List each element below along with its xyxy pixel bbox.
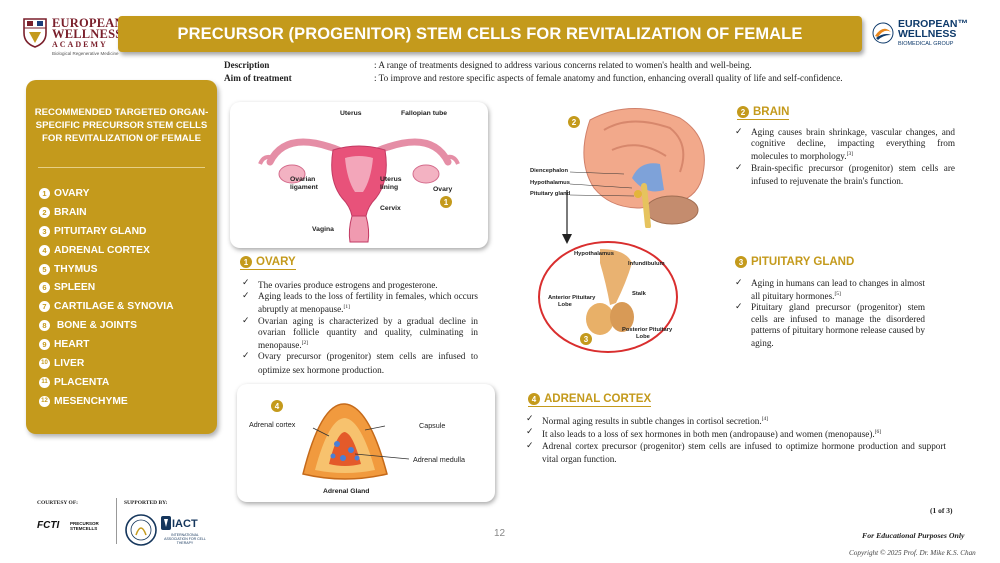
copyright: Copyright © 2025 Prof. Dr. Mike K.S. Cha…	[849, 549, 976, 557]
supported-label: SUPPORTED BY:	[124, 500, 168, 506]
footer-divider	[116, 498, 117, 544]
aim-label: Aim of treatment	[224, 73, 292, 83]
adrenal-gland-illustration: 4 Adrenal cortex Capsule Adrenal medulla…	[237, 384, 495, 502]
recommended-sidebar: RECOMMENDED TARGETED ORGAN-SPECIFIC PREC…	[26, 80, 217, 434]
adrenal-figure-badge: 4	[271, 400, 283, 412]
infundibulum-label: Infundibulum	[628, 261, 665, 267]
hypothalamus-label: Hypothalamus	[530, 180, 570, 186]
brain-illustration: 2 Diencephalon Hypothalamus Pituitary gl…	[520, 100, 720, 228]
bullet-item: Aging causes brain shrinkage, vascular c…	[735, 127, 955, 163]
adrenal-gland-caption: Adrenal Gland	[323, 488, 370, 495]
ovary-bullets: The ovaries produce estrogens and proges…	[242, 278, 478, 376]
brain-figure-badge: 2	[568, 116, 580, 128]
description-label: Description	[224, 60, 270, 70]
academy-crest-icon	[23, 18, 47, 48]
academy-name: EUROPEAN WELLNESS ACADEMY	[52, 16, 124, 49]
bullet-item: Ovarian aging is characterized by a grad…	[242, 316, 478, 352]
bullet-item: The ovaries produce estrogens and proges…	[242, 278, 478, 291]
group-name: EUROPEAN™ WELLNESS	[898, 18, 969, 40]
european-wellness-academy-logo: EUROPEAN WELLNESS ACADEMY Biological Reg…	[22, 14, 124, 56]
ovary-label: Ovary	[433, 186, 453, 193]
ovary-figure-badge: 1	[440, 196, 452, 208]
bullet-item: Normal aging results in subtle changes i…	[526, 414, 946, 427]
adrenal-diagram	[302, 403, 410, 480]
title-banner: PRECURSOR (PROGENITOR) STEM CELLS FOR RE…	[118, 16, 862, 52]
pituitary-gland-label: Pituitary gland	[530, 191, 571, 197]
pituitary-bullets: Aging in humans can lead to changes in a…	[735, 278, 925, 349]
bullet-item: Ovary precursor (progenitor) stem cells …	[242, 351, 478, 375]
fcti-logo: FCTI	[37, 520, 60, 531]
bullet-item: Aging in humans can lead to changes in a…	[735, 278, 925, 302]
group-subtitle: BIOMEDICAL GROUP	[898, 41, 954, 47]
educational-notice: For Educational Purposes Only	[862, 531, 965, 540]
aim-text: : To improve and restore specific aspect…	[374, 73, 843, 83]
page-number: 12	[494, 528, 506, 539]
capsule-label: Capsule	[419, 421, 446, 430]
page-of-label: (1 of 3)	[930, 506, 953, 515]
cervix-label: Cervix	[380, 205, 401, 212]
page-title: PRECURSOR (PROGENITOR) STEM CELLS FOR RE…	[177, 24, 803, 43]
bullet-item: Adrenal cortex precursor (progenitor) st…	[526, 441, 946, 465]
supporter-seal-icon	[125, 514, 157, 546]
bullet-item: Aging leads to the loss of fertility in …	[242, 291, 478, 315]
pituitary-diagram	[586, 249, 634, 335]
bullet-item: It also leads to a loss of sex hormones …	[526, 427, 946, 440]
vagina-label: Vagina	[312, 226, 334, 233]
bullet-item: Brain-specific precursor (progenitor) st…	[735, 163, 955, 187]
iact-subtitle: INTERNATIONAL ASSOCIATION FOR CELL THERA…	[164, 533, 206, 545]
adrenal-cortex-label: Adrenal cortex	[249, 420, 296, 429]
brain-bullets: Aging causes brain shrinkage, vascular c…	[735, 127, 955, 187]
pituitary-figure-badge: 3	[580, 333, 592, 345]
adrenal-bullets: Normal aging results in subtle changes i…	[526, 414, 946, 465]
courtesy-label: COURTESY OF:	[37, 500, 79, 506]
uterus-diagram	[258, 138, 460, 243]
zoom-hypothalamus-label: Hypothalamus	[574, 251, 614, 257]
sidebar-item-bone-joints: 8 BONE & JOINTS	[39, 316, 174, 335]
bullet-item: Pituitary gland precursor (progenitor) s…	[735, 302, 925, 349]
iact-logo: IACT	[172, 518, 198, 530]
sidebar-divider	[38, 167, 205, 168]
stalk-label: Stalk	[632, 291, 646, 297]
adrenal-medulla-label: Adrenal medulla	[413, 455, 465, 464]
academy-subtitle: Biological Regenerative Medicine	[52, 51, 119, 56]
sidebar-title: RECOMMENDED TARGETED ORGAN-SPECIFIC PREC…	[34, 107, 209, 144]
diencephalon-label: Diencephalon	[530, 168, 569, 174]
brain-diagram	[569, 108, 705, 228]
uterus-label: Uterus	[340, 110, 362, 117]
iact-emblem-icon	[161, 516, 171, 530]
european-wellness-group-logo: EUROPEAN™ WELLNESS BIOMEDICAL GROUP	[872, 18, 982, 52]
zoom-arrow-icon	[562, 190, 572, 244]
description-text: : A range of treatments designed to addr…	[374, 60, 752, 70]
pituitary-zoom-view: Hypothalamus Infundibulum Stalk Anterior…	[538, 241, 678, 353]
fallopian-tube-label: Fallopian tube	[401, 110, 448, 117]
wellness-swoosh-icon	[872, 22, 894, 44]
